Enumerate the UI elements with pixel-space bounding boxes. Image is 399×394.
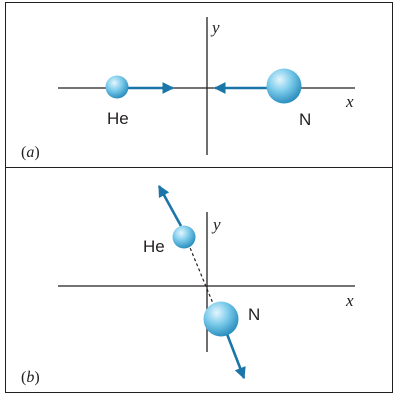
panel-b-n-velocity-arrow [225, 333, 246, 380]
panel-a-label: (a) [21, 144, 40, 161]
panel-a-he-label: He [107, 109, 129, 128]
panel-b-y-axis-label: y [211, 215, 221, 234]
panel-b-n-label: N [248, 305, 260, 324]
panel-a-x-axis-label: x [345, 92, 354, 111]
panel-b-he-atom [172, 225, 196, 249]
panel-a-n-atom [266, 68, 302, 104]
panel-b-drawing: He N x y (b) [21, 184, 355, 386]
panel-b [5, 167, 393, 393]
panel-b-label: (b) [21, 369, 40, 386]
panel-a-n-label: N [299, 110, 311, 129]
panel-b-he-velocity-arrow [157, 184, 183, 227]
panel-a-y-axis-label: y [210, 18, 220, 37]
panel-b-he-label: He [143, 237, 165, 256]
panel-b-n-atom [203, 301, 239, 337]
panel-a-he-atom [105, 75, 129, 99]
panel-a [5, 2, 393, 169]
panel-b-x-axis-label: x [345, 291, 354, 310]
panel-a-drawing: He N x y (a) [21, 17, 355, 161]
